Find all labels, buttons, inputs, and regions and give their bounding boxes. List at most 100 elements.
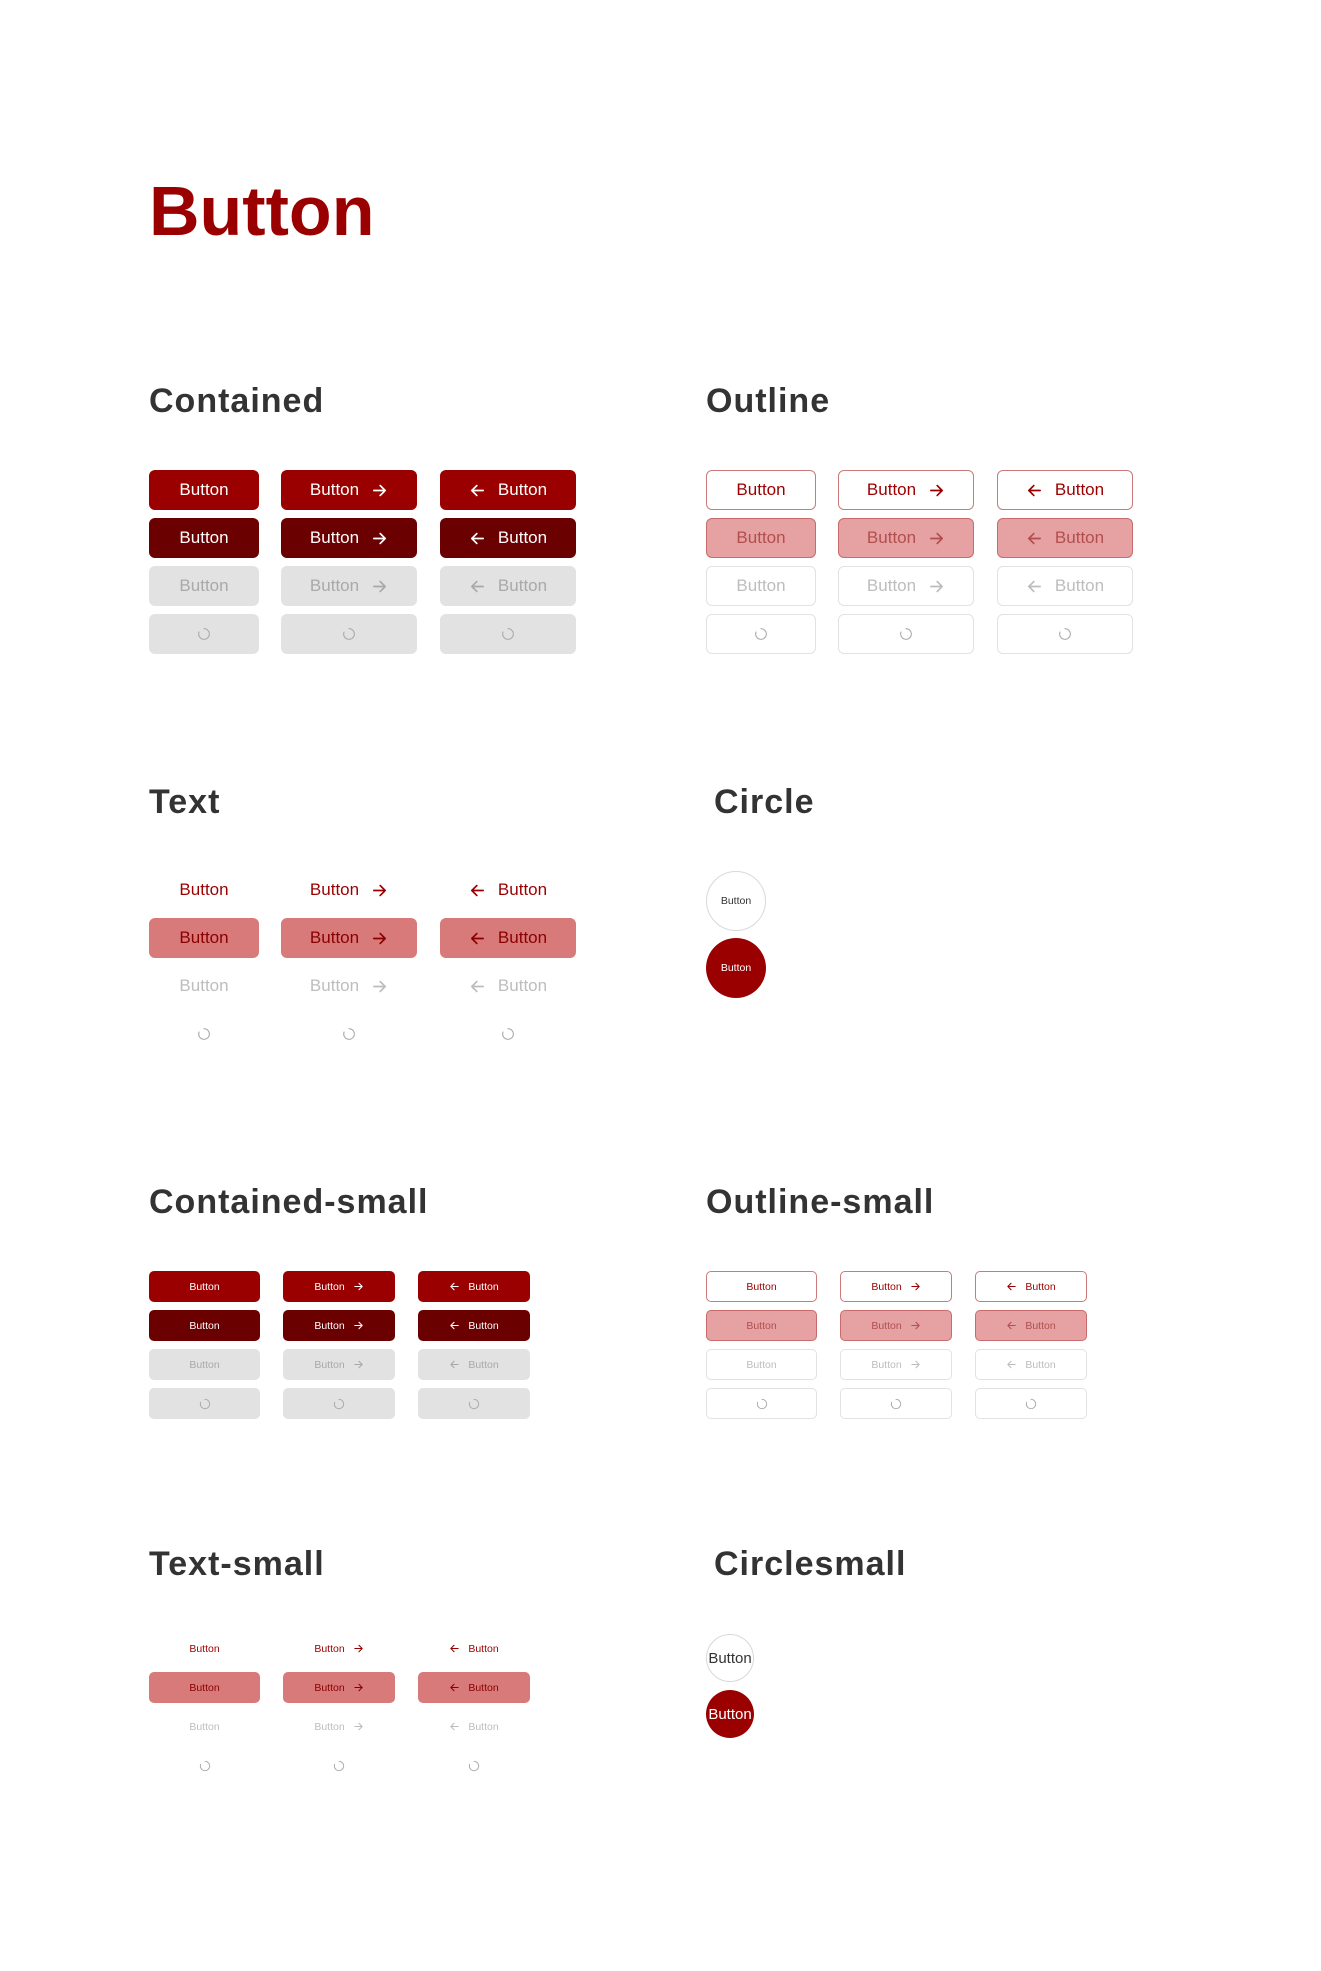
outline-small-button-active-arrow-left[interactable]: Button [975, 1310, 1087, 1341]
spinner-icon [467, 1397, 481, 1411]
outline-small-button-loading[interactable] [706, 1388, 817, 1419]
outline-small-button-disabled-arrow-right[interactable]: Button [840, 1349, 952, 1380]
contained-small-button-disabled-arrow-left[interactable]: Button [418, 1349, 530, 1380]
circle-button-outline[interactable]: Button [706, 871, 766, 931]
button-row-active: Button Button Button [149, 1672, 530, 1711]
contained-button-disabled-arrow-right[interactable]: Button [281, 566, 417, 606]
text-small-button-loading[interactable] [149, 1750, 260, 1781]
outline-small-button-default[interactable]: Button [706, 1271, 817, 1302]
outline-button-active[interactable]: Button [706, 518, 816, 558]
text-button-active-arrow-left[interactable]: Button [440, 918, 576, 958]
spinner-icon [500, 626, 516, 642]
text-small-button-active[interactable]: Button [149, 1672, 260, 1703]
contained-small-button-disabled-arrow-right[interactable]: Button [283, 1349, 395, 1380]
button-label: Button [468, 1642, 499, 1655]
text-small-button-loading-arrow-right[interactable] [283, 1750, 395, 1781]
arrow-right-icon [371, 578, 388, 595]
text-small-button-loading-arrow-left[interactable] [418, 1750, 530, 1781]
contained-small-button-default-arrow-left[interactable]: Button [418, 1271, 530, 1302]
contained-small-button-active[interactable]: Button [149, 1310, 260, 1341]
contained-button-disabled[interactable]: Button [149, 566, 259, 606]
button-label: Button [871, 1280, 902, 1293]
arrow-left-icon [1006, 1320, 1017, 1331]
button-label: Button [720, 962, 752, 974]
button-row-active: Button Button Button [706, 518, 1133, 566]
text-button-disabled-arrow-right[interactable]: Button [281, 966, 417, 1006]
arrow-left-icon [449, 1281, 460, 1292]
contained-small-button-loading-arrow-left[interactable] [418, 1388, 530, 1419]
arrow-left-icon [449, 1359, 460, 1370]
text-small-button-disabled-arrow-left[interactable]: Button [418, 1711, 530, 1742]
contained-small-button-loading[interactable] [149, 1388, 260, 1419]
contained-button-active-arrow-left[interactable]: Button [440, 518, 576, 558]
outline-button-disabled[interactable]: Button [706, 566, 816, 606]
contained-button-loading[interactable] [149, 614, 259, 654]
text-small-button-disabled-arrow-right[interactable]: Button [283, 1711, 395, 1742]
contained-button-loading-arrow-right[interactable] [281, 614, 417, 654]
outline-small-button-default-arrow-left[interactable]: Button [975, 1271, 1087, 1302]
text-small-button-disabled[interactable]: Button [149, 1711, 260, 1742]
text-button-disabled-arrow-left[interactable]: Button [440, 966, 576, 1006]
outline-button-disabled-arrow-right[interactable]: Button [838, 566, 974, 606]
text-button-default-arrow-right[interactable]: Button [281, 870, 417, 910]
outline-small-button-loading-arrow-right[interactable] [840, 1388, 952, 1419]
contained-small-button-disabled[interactable]: Button [149, 1349, 260, 1380]
text-button-loading-arrow-left[interactable] [440, 1014, 576, 1054]
contained-button-default-arrow-right[interactable]: Button [281, 470, 417, 510]
circle-small-button-filled[interactable]: Button [706, 1690, 754, 1738]
arrow-left-icon [1006, 1359, 1017, 1370]
outline-button-loading-arrow-right[interactable] [838, 614, 974, 654]
outline-button-active-arrow-right[interactable]: Button [838, 518, 974, 558]
circle-button-filled[interactable]: Button [706, 938, 766, 998]
button-row-active: Button Button Button [149, 518, 576, 566]
text-button-loading[interactable] [149, 1014, 259, 1054]
text-small-button-default[interactable]: Button [149, 1633, 260, 1664]
spinner-icon [198, 1759, 212, 1773]
contained-button-active[interactable]: Button [149, 518, 259, 558]
section-title: Circle [714, 783, 815, 821]
outline-small-button-loading-arrow-left[interactable] [975, 1388, 1087, 1419]
outline-small-button-default-arrow-right[interactable]: Button [840, 1271, 952, 1302]
contained-small-button-default-arrow-right[interactable]: Button [283, 1271, 395, 1302]
text-button-disabled[interactable]: Button [149, 966, 259, 1006]
text-button-default[interactable]: Button [149, 870, 259, 910]
contained-small-button-default[interactable]: Button [149, 1271, 260, 1302]
contained-button-active-arrow-right[interactable]: Button [281, 518, 417, 558]
text-small-button-default-arrow-left[interactable]: Button [418, 1633, 530, 1664]
text-button-default-arrow-left[interactable]: Button [440, 870, 576, 910]
contained-button-loading-arrow-left[interactable] [440, 614, 576, 654]
outline-button-default[interactable]: Button [706, 470, 816, 510]
outline-small-button-disabled[interactable]: Button [706, 1349, 817, 1380]
outline-small-button-active[interactable]: Button [706, 1310, 817, 1341]
button-label: Button [309, 976, 360, 995]
contained-button-disabled-arrow-left[interactable]: Button [440, 566, 576, 606]
section-contained-small: Contained-small [149, 1185, 428, 1219]
text-button-loading-arrow-right[interactable] [281, 1014, 417, 1054]
outline-button-loading-arrow-left[interactable] [997, 614, 1133, 654]
outline-button-active-arrow-left[interactable]: Button [997, 518, 1133, 558]
outline-button-default-arrow-left[interactable]: Button [997, 470, 1133, 510]
outline-small-button-disabled-arrow-left[interactable]: Button [975, 1349, 1087, 1380]
text-button-active-arrow-right[interactable]: Button [281, 918, 417, 958]
text-small-button-active-arrow-right[interactable]: Button [283, 1672, 395, 1703]
text-button-active[interactable]: Button [149, 918, 259, 958]
contained-button-default[interactable]: Button [149, 470, 259, 510]
contained-small-button-loading-arrow-right[interactable] [283, 1388, 395, 1419]
outline-small-button-active-arrow-right[interactable]: Button [840, 1310, 952, 1341]
outline-button-loading[interactable] [706, 614, 816, 654]
button-label: Button [497, 576, 548, 595]
button-label: Button [468, 1720, 499, 1733]
contained-small-button-active-arrow-left[interactable]: Button [418, 1310, 530, 1341]
spinner-icon [332, 1397, 346, 1411]
contained-button-default-arrow-left[interactable]: Button [440, 470, 576, 510]
outline-button-default-arrow-right[interactable]: Button [838, 470, 974, 510]
contained-small-button-active-arrow-right[interactable]: Button [283, 1310, 395, 1341]
outline-button-disabled-arrow-left[interactable]: Button [997, 566, 1133, 606]
arrow-right-icon [371, 530, 388, 547]
button-row-default: Button Button Button [706, 470, 1133, 518]
text-small-button-active-arrow-left[interactable]: Button [418, 1672, 530, 1703]
circle-small-button-outline[interactable]: Button [706, 1634, 754, 1682]
button-label: Button [314, 1319, 345, 1332]
text-small-button-default-arrow-right[interactable]: Button [283, 1633, 395, 1664]
